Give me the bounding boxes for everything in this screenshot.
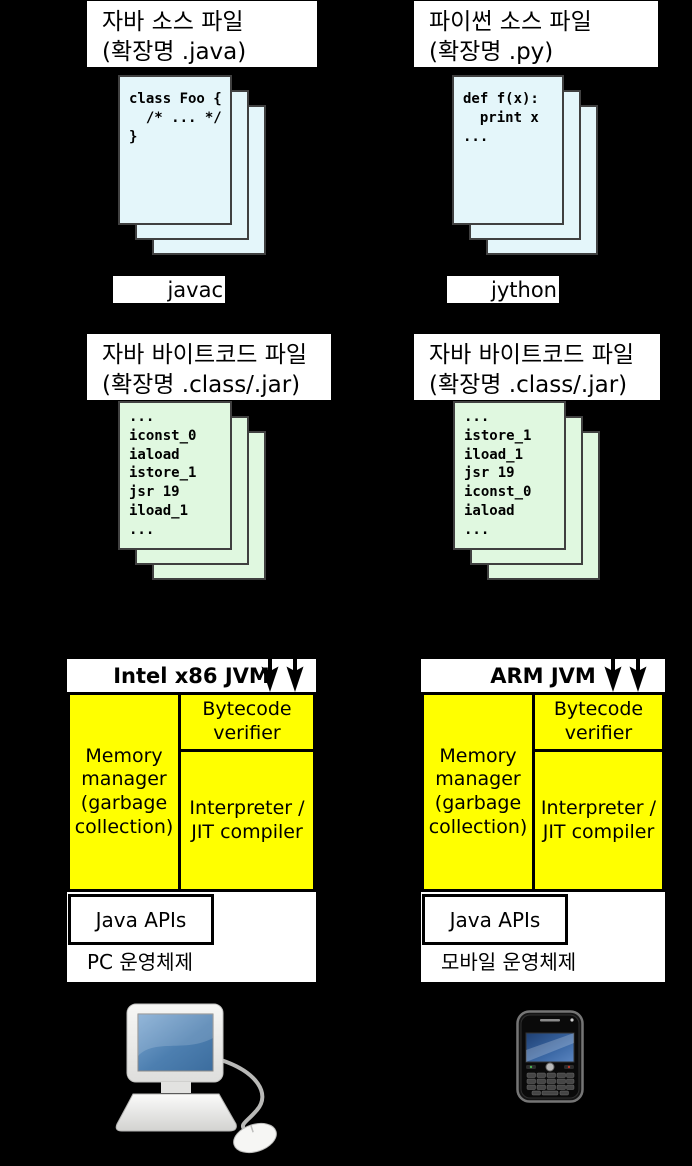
bytecode-title-line2-left: (확장명 .class/.jar) xyxy=(102,372,301,399)
java-bytecode-title-box-right: 자바 바이트코드 파일 (확장명 .class/.jar) xyxy=(414,334,660,400)
bytecode-sheet-front-right: ... istore_1 iload_1 jsr 19 iconst_0 ial… xyxy=(453,401,566,550)
arm-jvm-title-text: ARM JVM xyxy=(490,663,596,688)
bytecode-verifier-cell-right: Bytecode verifier xyxy=(535,695,662,749)
jython-compiler-label: jython xyxy=(447,276,559,303)
arm-jvm-box: ARM JVM Memory manager (garbage collecti… xyxy=(419,657,667,984)
smartphone-image xyxy=(516,1010,584,1103)
bytecode-title-line1-left: 자바 바이트코드 파일 xyxy=(102,342,308,368)
intel-jvm-footer: Java APIs PC 운영체제 xyxy=(67,892,316,980)
intel-jvm-box: Intel x86 JVM Memory manager (garbage co… xyxy=(65,657,318,984)
python-source-title-box: 파이썬 소스 파일 (확장명 .py) xyxy=(414,1,658,67)
javac-compiler-label: javac xyxy=(113,276,225,303)
java-apis-box-left: Java APIs xyxy=(68,894,214,945)
double-down-arrow-icon xyxy=(604,659,647,692)
bytecode-sheet-front-left: ... iconst_0 iaload istore_1 jsr 19 iloa… xyxy=(118,401,232,550)
pc-os-label: PC 운영체제 xyxy=(87,950,193,974)
intel-jvm-internals: Memory manager (garbage collection) Byte… xyxy=(67,692,316,892)
interpreter-cell-left: Interpreter / JIT compiler xyxy=(181,752,313,889)
bytecode-title-line2-right: (확장명 .class/.jar) xyxy=(429,372,628,399)
bytecode-verifier-cell-left: Bytecode verifier xyxy=(181,695,313,749)
java-source-title-box: 자바 소스 파일 (확장명 .java) xyxy=(87,1,317,67)
python-source-code: def f(x): print x ... xyxy=(463,91,539,145)
intel-jvm-title: Intel x86 JVM xyxy=(67,659,316,692)
javac-compiler-text: javac xyxy=(167,277,223,302)
python-source-title-line2: (확장명 .py) xyxy=(429,39,554,66)
double-down-arrow-icon xyxy=(261,659,304,692)
intel-jvm-title-text: Intel x86 JVM xyxy=(113,663,270,688)
python-source-sheet-front: def f(x): print x ... xyxy=(452,75,564,225)
bytecode-listing-left: ... iconst_0 iaload istore_1 jsr 19 iloa… xyxy=(129,409,197,538)
desktop-computer-image xyxy=(115,1003,277,1154)
arm-jvm-internals: Memory manager (garbage collection) Byte… xyxy=(421,692,665,892)
memory-manager-cell-left: Memory manager (garbage collection) xyxy=(70,695,178,889)
memory-manager-cell-right: Memory manager (garbage collection) xyxy=(424,695,532,889)
java-source-title-line2: (확장명 .java) xyxy=(102,39,247,66)
jython-compiler-text: jython xyxy=(491,277,557,302)
java-source-sheet-front: class Foo { /* ... */ } xyxy=(118,75,232,225)
mobile-os-label: 모바일 운영체제 xyxy=(441,950,577,974)
bytecode-listing-right: ... istore_1 iload_1 jsr 19 iconst_0 ial… xyxy=(464,409,532,538)
java-bytecode-title-box-left: 자바 바이트코드 파일 (확장명 .class/.jar) xyxy=(87,334,331,400)
arm-jvm-footer: Java APIs 모바일 운영체제 xyxy=(421,892,665,980)
interpreter-cell-right: Interpreter / JIT compiler xyxy=(535,752,662,889)
java-source-title-line1: 자바 소스 파일 xyxy=(102,9,244,35)
java-source-code: class Foo { /* ... */ } xyxy=(129,91,222,145)
arm-jvm-title: ARM JVM xyxy=(421,659,665,692)
bytecode-title-line1-right: 자바 바이트코드 파일 xyxy=(429,342,635,368)
python-source-title-line1: 파이썬 소스 파일 xyxy=(429,9,592,35)
java-apis-box-right: Java APIs xyxy=(422,894,568,945)
